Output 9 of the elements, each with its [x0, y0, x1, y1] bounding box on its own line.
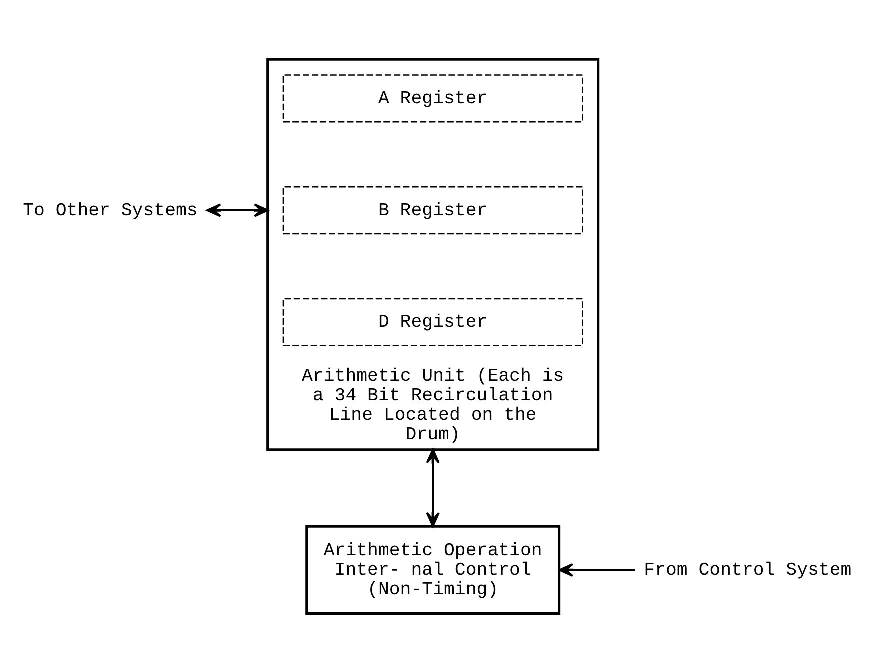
arrow	[558, 563, 636, 578]
arrow	[426, 448, 440, 528]
node-text: From Control System	[644, 561, 852, 582]
node-box: Arithmetic Operation Inter- nal Control (Non-Timing)	[306, 525, 561, 616]
node-box: D Register	[282, 298, 584, 346]
node-box: A Register	[282, 74, 584, 123]
node-text: To Other Systems	[23, 201, 198, 222]
node-box: B Register	[282, 186, 584, 235]
arrow	[206, 204, 269, 218]
